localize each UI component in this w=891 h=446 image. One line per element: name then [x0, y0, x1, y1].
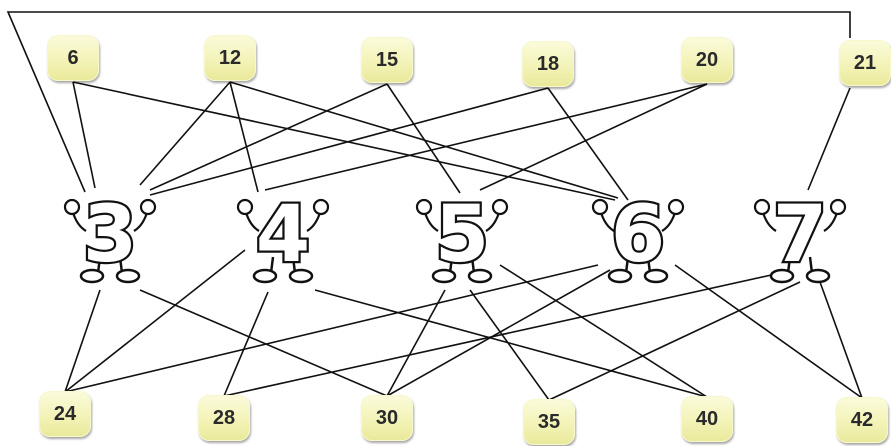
shoe-right: [805, 268, 831, 284]
top-number-21: 21: [839, 40, 891, 86]
bottom-number-42: 42: [836, 397, 888, 443]
connection-line-t12-d4: [229, 81, 259, 193]
connection-line-b24-d3: [64, 289, 101, 393]
top-number-12: 12: [204, 35, 256, 81]
connection-line-t6-d6: [72, 81, 616, 201]
hand-right: [312, 198, 330, 216]
connection-line-t18-d6: [547, 87, 629, 201]
connection-line-b30-d6: [386, 269, 611, 397]
shoe-left: [252, 268, 278, 284]
connection-line-b24-d6: [64, 264, 599, 393]
bottom-number-24: 24: [39, 391, 91, 437]
digit-character-4: 4: [236, 188, 330, 284]
shoe-right: [643, 268, 669, 284]
hand-right: [139, 198, 157, 216]
shoe-left: [431, 268, 457, 284]
connection-line-b40-d4: [314, 289, 708, 398]
shoe-left: [607, 268, 633, 284]
shoe-right: [288, 268, 314, 284]
digit-6: 6: [611, 190, 665, 280]
hand-left: [236, 198, 254, 216]
connection-line-t20-d5: [479, 83, 708, 191]
top-number-18: 18: [522, 41, 574, 87]
connection-line-t18-d3: [149, 87, 549, 196]
bottom-number-40: 40: [681, 396, 733, 442]
digit-7: 7: [773, 190, 827, 280]
digit-characters: 3 4 5 6 7: [63, 188, 847, 284]
bottom-number-35: 35: [523, 399, 575, 445]
bottom-number-28: 28: [198, 395, 250, 441]
connection-line-b28-d7: [223, 271, 786, 397]
connection-line-b35-d5: [469, 289, 550, 401]
bottom-number-30: 30: [361, 395, 413, 441]
hand-left: [753, 198, 771, 216]
connection-line-b30-d5: [386, 289, 446, 397]
connection-line-b28-d4: [223, 291, 269, 397]
connection-line-b24-d4: [64, 249, 246, 393]
connection-line-t12-d3: [139, 81, 231, 186]
shoe-right: [115, 268, 141, 284]
hand-left: [591, 198, 609, 216]
digit-character-6: 6: [591, 188, 685, 284]
connection-line-t15-d5: [386, 83, 461, 194]
connection-lines: [6, 11, 863, 401]
digit-3: 3: [83, 190, 137, 280]
hand-right: [491, 198, 509, 216]
hand-left: [63, 198, 81, 216]
top-number-6: 6: [47, 35, 99, 81]
connection-line-b30-d3: [139, 289, 388, 397]
connection-line-t21-d3: [6, 11, 851, 193]
digit-4: 4: [256, 190, 310, 280]
hand-right: [829, 198, 847, 216]
digit-character-7: 7: [753, 188, 847, 284]
hand-left: [415, 198, 433, 216]
connection-line-b42-d6: [674, 264, 863, 399]
digit-5: 5: [435, 190, 489, 280]
shoe-right: [467, 268, 493, 284]
top-number-20: 20: [681, 37, 733, 83]
connection-line-t21-d7: [807, 87, 851, 191]
connection-line-b35-d7: [548, 281, 801, 401]
shoe-left: [769, 268, 795, 284]
connection-line-t6-d3: [72, 81, 96, 189]
hand-right: [667, 198, 685, 216]
shoe-left: [79, 268, 105, 284]
top-number-15: 15: [361, 37, 413, 83]
connection-line-b40-d5: [499, 264, 708, 398]
connection-line-t20-d4: [264, 83, 708, 191]
connection-line-b42-d7: [819, 281, 863, 399]
connection-line-t15-d3: [149, 83, 388, 191]
digit-character-3: 3: [63, 188, 157, 284]
digit-character-5: 5: [415, 188, 509, 284]
